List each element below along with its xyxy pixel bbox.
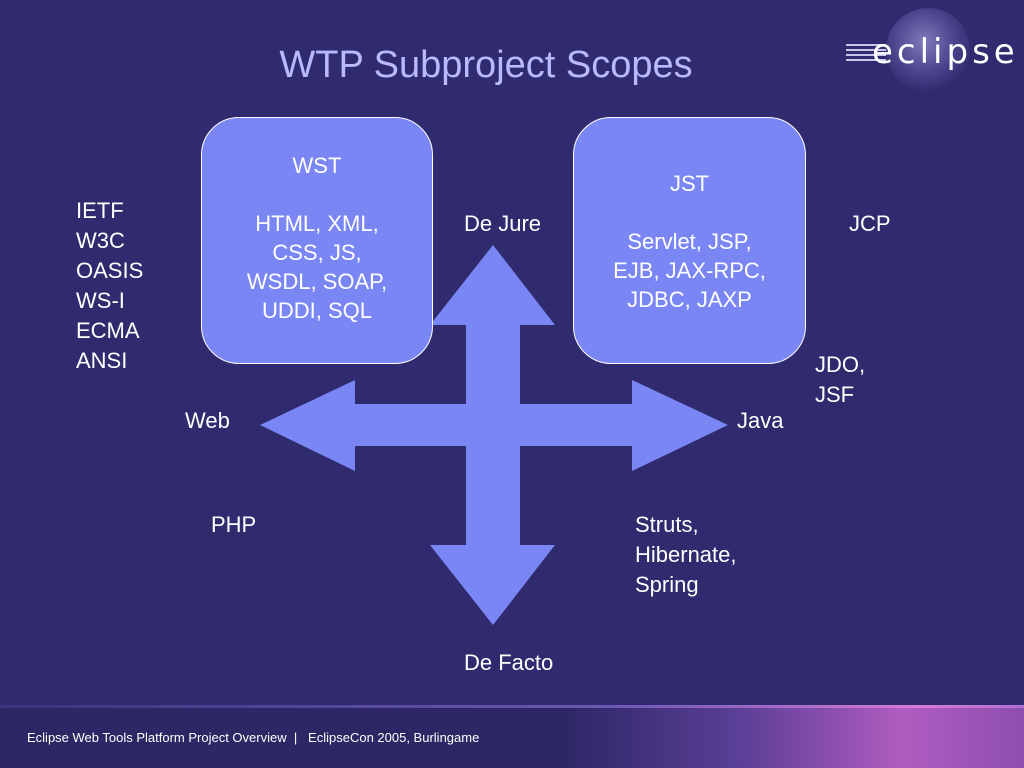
wst-line: HTML, XML, [255, 211, 379, 236]
logo-lines-icon [846, 44, 886, 64]
framework-item: Hibernate, [635, 542, 737, 567]
framework-item: Spring [635, 572, 699, 597]
standards-body: ANSI [76, 348, 128, 373]
logo-orb-icon [886, 8, 970, 92]
axis-label-de-jure: De Jure [464, 211, 542, 236]
jst-box: JST Servlet, JSP, EJB, JAX-RPC, JDBC, JA… [573, 117, 806, 364]
axis-label-de-facto: De Facto [464, 650, 554, 675]
wst-line: WSDL, SOAP, [246, 269, 388, 294]
wst-heading: WST [292, 153, 342, 178]
axis-label-web: Web [185, 408, 230, 433]
slide-title: WTP Subproject Scopes [279, 44, 693, 86]
standards-body: OASIS [76, 258, 144, 283]
wst-line: UDDI, SQL [261, 298, 373, 323]
footer-bar [0, 705, 1024, 768]
jst-line: JDBC, JAXP [627, 287, 752, 312]
framework-item: Struts, [635, 512, 699, 537]
standards-body: IETF [76, 198, 124, 223]
footer-text: Eclipse Web Tools Platform Project Overv… [27, 730, 480, 745]
jdo-jsf-label: JDO, JSF [815, 350, 865, 410]
wst-box: WST HTML, XML, CSS, JS, WSDL, SOAP, UDDI… [201, 117, 433, 364]
php-label: PHP [211, 512, 257, 537]
logo-text: eclipse [872, 32, 1019, 72]
standards-bodies-list: IETF W3C OASIS WS-I ECMA ANSI [76, 196, 143, 376]
standards-body: ECMA [76, 318, 140, 343]
eclipse-logo: eclipse [846, 8, 1019, 92]
jst-line: Servlet, JSP, [627, 229, 752, 254]
axis-label-java: Java [737, 408, 784, 433]
jst-heading: JST [669, 171, 710, 196]
jdo-jsf-line: JDO, [815, 352, 866, 377]
jst-line: EJB, JAX-RPC, [613, 258, 766, 283]
arrow-shape [260, 245, 728, 625]
standards-body: W3C [76, 228, 125, 253]
standards-body: WS-I [76, 288, 125, 313]
wst-line: CSS, JS, [272, 240, 362, 265]
java-frameworks-list: Struts, Hibernate, Spring [635, 510, 737, 600]
jdo-jsf-line: JSF [815, 382, 855, 407]
jcp-label: JCP [849, 211, 891, 236]
